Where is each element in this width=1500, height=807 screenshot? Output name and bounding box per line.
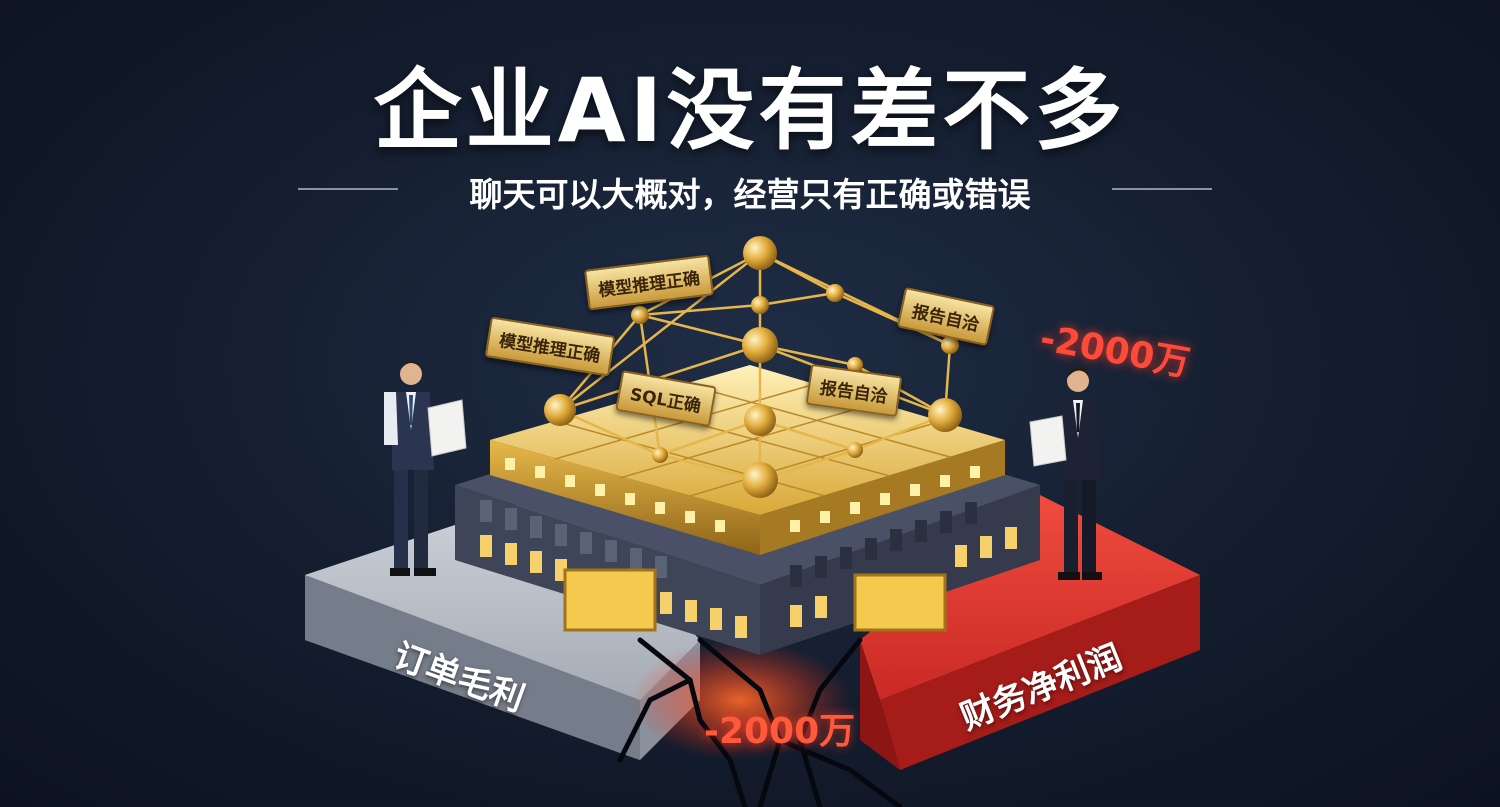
businessman-left [384,361,467,576]
right-block [860,495,1200,770]
subheadline-rule-right [1112,188,1212,190]
businessman-right [1029,367,1102,580]
platform-lights [505,458,980,532]
building-windows-right [790,527,1017,627]
loss-label-crack: -2000万 [704,711,856,752]
headline: 企业AI没有差不多 [373,59,1127,162]
entrance-left [563,568,657,632]
building-windows-upper-left [480,500,667,578]
crack-glow [630,640,850,760]
subheadline-row: 聊天可以大概对，经营只有正确或错误 [0,168,1500,214]
subheadline-rule-left [298,188,398,190]
ground-cracks [617,637,903,807]
network-nodes [544,236,962,498]
building-windows-upper-right [790,502,977,587]
subheadline: 聊天可以大概对，经营只有正确或错误 [469,175,1031,214]
entrance-right [853,573,947,632]
building-windows-left [480,535,747,638]
